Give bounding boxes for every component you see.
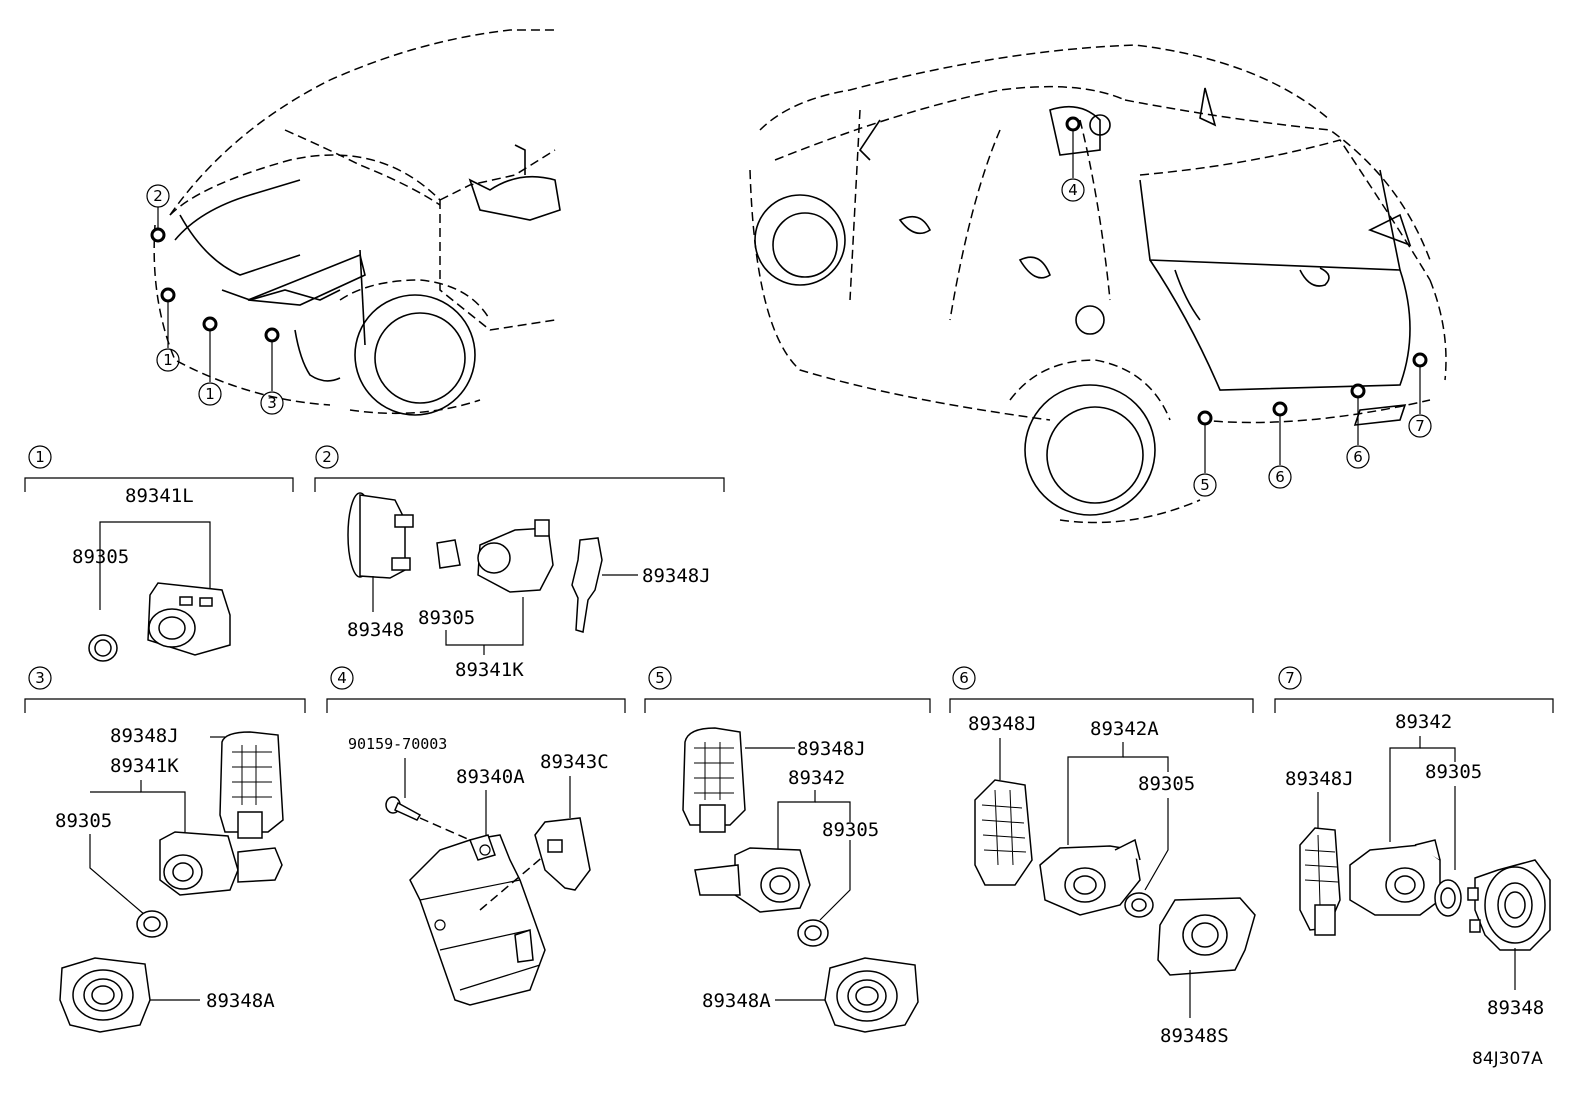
- group-5-label-89348A: 89348A: [702, 990, 771, 1012]
- group-7-holder: [1467, 859, 1551, 951]
- rear-sensor-5: [1197, 410, 1213, 426]
- group-6-label-89342A: 89342A: [1090, 718, 1159, 740]
- group-4-label-89340A: 89340A: [456, 766, 525, 788]
- group-5-grommet: [797, 919, 829, 947]
- svg-text:1: 1: [163, 351, 173, 369]
- front-sensor-1a: [160, 287, 176, 303]
- rear-callout-5: 5: [1193, 473, 1217, 497]
- front-callout-2: 2: [146, 184, 170, 208]
- group-1-label-89341L: 89341L: [125, 485, 194, 507]
- group-7: 7 89342 89305 89348J: [1274, 666, 1554, 1019]
- group-1-grommet: [88, 634, 118, 662]
- group-4: 4 90159-70003 89340A 89343C: [326, 666, 626, 1006]
- group-2-label-89341K: 89341K: [455, 659, 524, 681]
- svg-text:4: 4: [1068, 181, 1078, 199]
- group-2-number: 2: [322, 448, 332, 466]
- group-7-bracket: [1299, 827, 1341, 936]
- front-callout-1a: 1: [156, 348, 180, 372]
- svg-text:7: 7: [1415, 417, 1425, 435]
- group-3-label-89305: 89305: [55, 810, 112, 832]
- svg-text:1: 1: [205, 385, 215, 403]
- front-callout-1b: 1: [198, 382, 222, 406]
- front-sensor-3: [264, 327, 280, 343]
- rear-callout-4: 4: [1061, 178, 1085, 202]
- svg-text:6: 6: [1353, 448, 1363, 466]
- group-1-sensor-body: [147, 582, 231, 656]
- group-6-label-89348S: 89348S: [1160, 1025, 1229, 1047]
- rear-callout-6a: 6: [1268, 465, 1292, 489]
- group-7-label-89348: 89348: [1487, 997, 1544, 1019]
- group-3-holder: [59, 957, 151, 1033]
- group-7-sensor-body: [1349, 839, 1441, 916]
- group-6-number: 6: [959, 669, 969, 687]
- group-2-bezel: [347, 492, 414, 579]
- group-5-holder: [824, 957, 919, 1033]
- rear-callout-7: 7: [1408, 414, 1432, 438]
- rear-sensor-7: [1412, 352, 1428, 368]
- group-7-label-89348J: 89348J: [1285, 768, 1354, 790]
- group-5-label-89348J: 89348J: [797, 738, 866, 760]
- group-4-number: 4: [337, 669, 347, 687]
- group-4-ecu: [409, 834, 546, 1006]
- group-7-grommet: [1434, 879, 1462, 917]
- group-6-bracket: [974, 779, 1033, 886]
- group-7-label-89305: 89305: [1425, 761, 1482, 783]
- group-2-label-89305: 89305: [418, 607, 475, 629]
- group-6: 6 89348J 89342A 89305 89348S: [949, 666, 1256, 1047]
- group-6-label-89348J: 89348J: [968, 713, 1037, 735]
- svg-text:6: 6: [1275, 468, 1285, 486]
- group-5-label-89342: 89342: [788, 767, 845, 789]
- group-5: 5 89348J 89342 89305 89348A: [644, 666, 931, 1033]
- svg-text:5: 5: [1200, 476, 1210, 494]
- group-3-bracket: [219, 731, 284, 839]
- group-1-label-89305: 89305: [72, 546, 129, 568]
- rear-sensor-4: [1065, 116, 1081, 132]
- group-4-label-90159-70003: 90159-70003: [348, 735, 447, 753]
- figure-code: 84J307A: [1472, 1049, 1543, 1069]
- group-2-grommet: [436, 539, 461, 569]
- group-3-label-89341K: 89341K: [110, 755, 179, 777]
- group-2-bracket: [571, 537, 603, 633]
- group-6-holder: [1157, 897, 1256, 976]
- group-6-grommet: [1124, 892, 1154, 918]
- front-sensor-1b: [202, 316, 218, 332]
- group-3-sensor-body: [159, 831, 283, 896]
- group-4-screw: [385, 796, 422, 821]
- group-2-label-89348J: 89348J: [642, 565, 711, 587]
- group-1-number: 1: [35, 448, 45, 466]
- group-3-label-89348A: 89348A: [206, 990, 275, 1012]
- rear-sensor-6b: [1350, 383, 1366, 399]
- group-5-number: 5: [655, 669, 665, 687]
- group-2: 2 89348 89305 89341K 89348J: [314, 445, 725, 681]
- front-callout-3: 3: [260, 391, 284, 415]
- group-3-grommet: [136, 910, 168, 938]
- rear-sensor-6a: [1272, 401, 1288, 417]
- group-3: 3 89348J 89341K 89305 8: [24, 666, 306, 1033]
- group-5-label-89305: 89305: [822, 819, 879, 841]
- group-7-label-89342: 89342: [1395, 711, 1452, 733]
- group-4-connector: [534, 817, 591, 891]
- front-car-illustration: 2 1 1 3: [146, 29, 561, 416]
- group-5-bracket: [682, 727, 746, 833]
- group-3-number: 3: [35, 669, 45, 687]
- group-2-sensor-body: [477, 519, 554, 593]
- group-4-label-89343C: 89343C: [540, 751, 609, 773]
- group-3-label-89348J: 89348J: [110, 725, 179, 747]
- group-6-sensor-body: [1039, 838, 1141, 916]
- group-6-label-89305: 89305: [1138, 773, 1195, 795]
- group-2-label-89348: 89348: [347, 619, 404, 641]
- svg-text:3: 3: [267, 394, 277, 412]
- rear-car-illustration: 4 5 6 6 7: [749, 44, 1447, 524]
- front-sensor-2: [150, 227, 166, 243]
- group-7-number: 7: [1285, 669, 1295, 687]
- rear-callout-6b: 6: [1346, 445, 1370, 469]
- group-1: 1 89341L 89305: [24, 445, 294, 662]
- group-5-sensor-body: [694, 847, 811, 913]
- svg-text:2: 2: [153, 187, 163, 205]
